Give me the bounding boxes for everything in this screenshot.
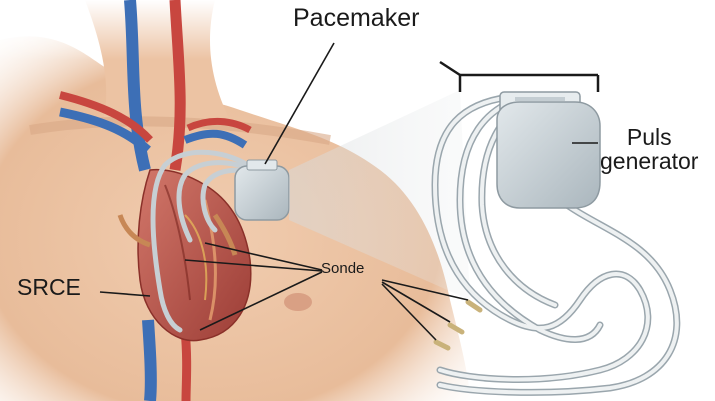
leads-label: Sonde [321,261,364,277]
heart-label: SRCE [17,275,81,299]
device-bracket [440,62,598,92]
pulse-generator-icon [497,92,600,208]
pulse-generator-label: Puls generator [600,125,698,173]
pacemaker-label: Pacemaker [293,5,419,31]
pulse-generator-label-line2: generator [600,149,698,173]
pulse-generator-label-line1: Puls [600,125,698,149]
pacemaker-device-body [235,160,289,220]
